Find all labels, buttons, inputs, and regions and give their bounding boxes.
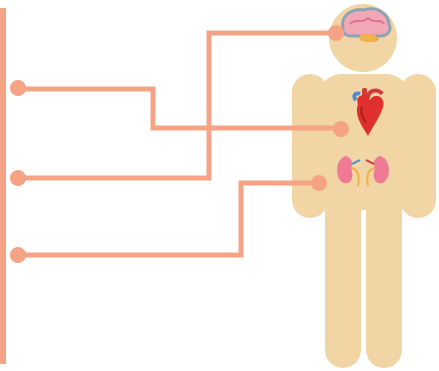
left-arm <box>292 74 328 218</box>
left-dot-middle <box>10 170 26 186</box>
left-dots <box>10 80 26 263</box>
left-dot-top <box>10 80 26 96</box>
connector-line-heart <box>18 89 340 128</box>
connector-line-brain <box>18 33 335 178</box>
right-arm <box>400 74 436 218</box>
kidneys-connector-dot <box>311 175 327 191</box>
left-dot-bottom <box>10 247 26 263</box>
connector-line-kidneys <box>18 183 318 255</box>
heart-connector-dot <box>333 121 349 137</box>
right-leg <box>366 190 402 368</box>
brain-connector-dot <box>328 25 344 41</box>
connector-lines <box>18 33 340 255</box>
left-vertical-bar <box>0 8 6 364</box>
brain-icon <box>343 9 390 42</box>
left-leg <box>325 190 361 368</box>
